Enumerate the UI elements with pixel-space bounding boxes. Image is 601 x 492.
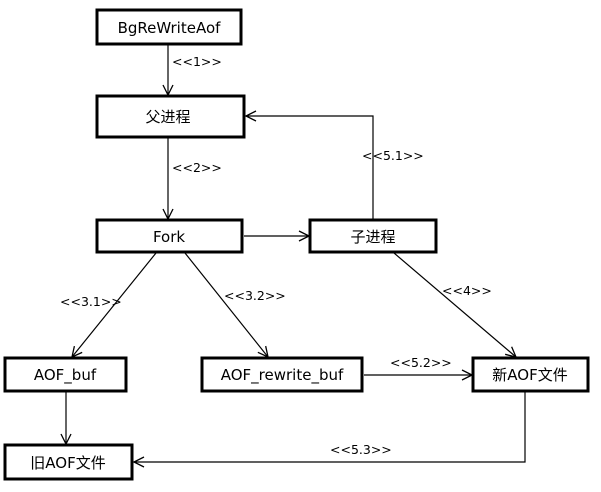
edge-aof-rewrite-buf-to-new-aof: <<5.2>> (364, 355, 472, 375)
node-child-process: 子进程 (308, 218, 438, 254)
node-old-aof-file-label: 旧AOF文件 (30, 454, 105, 472)
edge-label-2: <<2>> (172, 160, 222, 175)
edge-bgrewriteaof-to-parent: <<1>> (168, 45, 222, 95)
edge-fork-to-aof-rewrite-buf: <<3.2>> (184, 252, 286, 357)
node-fork-label: Fork (153, 228, 185, 246)
node-parent-process: 父进程 (95, 94, 246, 139)
node-aof-rewrite-buf: AOF_rewrite_buf (200, 356, 364, 393)
node-child-process-label: 子进程 (350, 228, 395, 246)
node-fork: Fork (95, 218, 244, 254)
edge-fork-to-aof-buf: <<3.1>> (60, 252, 157, 357)
node-new-aof-file: 新AOF文件 (471, 356, 590, 393)
edge-label-5-1: <<5.1>> (362, 148, 424, 163)
node-aof-buf: AOF_buf (3, 356, 128, 393)
node-bgrewriteaof-label: BgReWriteAof (118, 19, 222, 37)
node-aof-rewrite-buf-label: AOF_rewrite_buf (221, 366, 344, 385)
edge-parent-to-fork: <<2>> (168, 138, 222, 219)
edge-label-3-2: <<3.2>> (224, 288, 286, 303)
node-old-aof-file: 旧AOF文件 (3, 443, 134, 481)
edge-label-3-1: <<3.1>> (60, 294, 122, 309)
edge-child-to-new-aof: <<4>> (393, 252, 516, 357)
node-new-aof-file-label: 新AOF文件 (492, 366, 567, 384)
node-parent-process-label: 父进程 (145, 108, 190, 126)
node-bgrewriteaof: BgReWriteAof (95, 8, 243, 46)
node-aof-buf-label: AOF_buf (34, 366, 97, 385)
edge-label-5-3: <<5.3>> (330, 442, 392, 457)
edge-label-1: <<1>> (172, 54, 222, 69)
edge-child-to-parent: <<5.1>> (246, 116, 424, 219)
edge-label-5-2: <<5.2>> (390, 355, 452, 370)
edge-new-aof-to-old-aof: <<5.3>> (134, 392, 526, 462)
edge-label-4: <<4>> (442, 283, 492, 298)
